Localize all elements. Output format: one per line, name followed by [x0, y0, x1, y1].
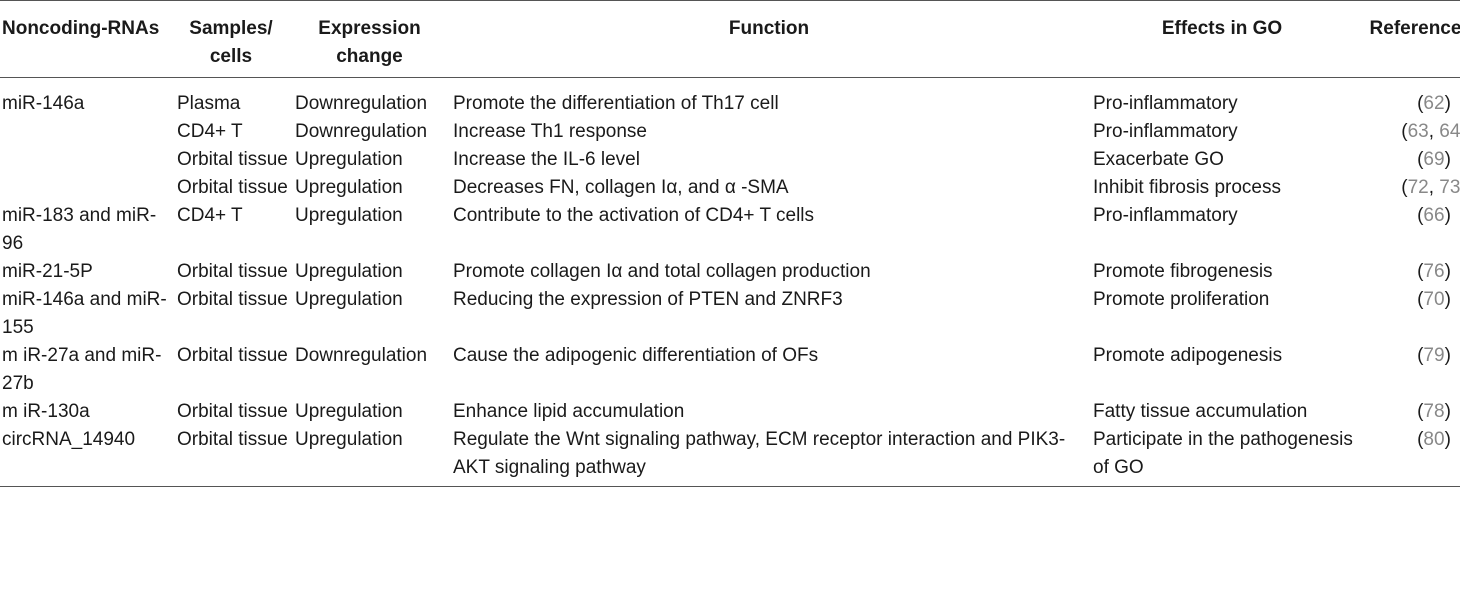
header-noncoding-rnas: Noncoding-RNAs [0, 0, 171, 78]
cell-expression-change: Downregulation [295, 345, 428, 366]
table-row: CD4+ T Downregulation Increase Th1 respons… [0, 118, 1460, 146]
table-header: Noncoding-RNAs Samples/ cells Expression… [0, 0, 1460, 78]
noncoding-rna-table: Noncoding-RNAs Samples/ cells Expression… [0, 0, 1460, 487]
reference-link[interactable]: 69 [1423, 149, 1445, 170]
table-row: m iR-27a and miR-27b Orbital tissue Downre… [0, 342, 1460, 398]
cell-expression-change: Upregulation [291, 426, 448, 487]
cell-expression-change: Upregulation [295, 401, 403, 422]
reference-link[interactable]: 64 [1439, 121, 1460, 142]
cell-effects-in-go: Promote fibrogenesis [1093, 261, 1273, 282]
cell-function: Increase Th1 response [453, 121, 647, 142]
cell-effects-in-go: Pro-inflammatory [1093, 205, 1238, 226]
cell-expression-change: Upregulation [295, 177, 403, 198]
cell-effects-in-go: Promote proliferation [1093, 289, 1270, 310]
cell-samples-cells: Orbital tissue [177, 177, 288, 198]
header-references: References [1354, 0, 1460, 78]
cell-effects-in-go: Exacerbate GO [1093, 149, 1224, 170]
cell-samples-cells: Plasma [177, 93, 241, 114]
header-expression-change: Expression change [291, 0, 448, 78]
cell-noncoding-rna: m iR-27a and miR-27b [2, 345, 162, 394]
cell-noncoding-rna: miR-21-5P [2, 261, 93, 282]
cell-effects-in-go: Pro-inflammatory [1093, 121, 1238, 142]
cell-samples-cells: Orbital tissue [177, 401, 288, 422]
cell-effects-in-go: Fatty tissue accumulation [1093, 401, 1308, 422]
cell-function: Regulate the Wnt signaling pathway, ECM … [448, 426, 1090, 487]
cell-effects-in-go: Pro-inflammatory [1093, 93, 1238, 114]
table-row: m iR-130a Orbital tissue Upregulation Enhan… [0, 398, 1460, 426]
cell-effects-in-go: Participate in the pathogenesis of GO [1090, 426, 1354, 487]
cell-noncoding-rna [0, 174, 171, 202]
cell-function: Reducing the expression of PTEN and ZNRF… [453, 289, 843, 310]
cell-references: (76) [1417, 261, 1451, 282]
reference-link[interactable]: 63 [1407, 121, 1429, 142]
reference-link[interactable]: 80 [1423, 429, 1445, 450]
cell-references: (63, 64) [1401, 121, 1460, 142]
table-row: miR-183 and miR-96 CD4+ T Upregulation Cont… [0, 202, 1460, 258]
table-row: miR-146a Plasma Downregulation Promote the … [0, 78, 1460, 119]
cell-samples-cells: CD4+ T [177, 205, 243, 226]
cell-references: (70) [1417, 289, 1451, 310]
reference-link[interactable]: 78 [1423, 401, 1445, 422]
cell-expression-change: Upregulation [295, 205, 403, 226]
cell-noncoding-rna: miR-183 and miR-96 [2, 205, 157, 254]
cell-references: (80) [1354, 426, 1460, 487]
cell-samples-cells: CD4+ T [177, 121, 243, 142]
cell-samples-cells: Orbital tissue [177, 149, 288, 170]
cell-expression-change: Upregulation [295, 149, 403, 170]
cell-function: Promote collagen Iα and total collagen p… [453, 261, 871, 282]
reference-link[interactable]: 79 [1423, 345, 1445, 366]
cell-expression-change: Downregulation [295, 93, 428, 114]
reference-link[interactable]: 66 [1423, 205, 1445, 226]
cell-references: (69) [1417, 149, 1451, 170]
cell-function: Enhance lipid accumulation [453, 401, 685, 422]
table-row: miR-21-5P Orbital tissue Upregulation Promo… [0, 258, 1460, 286]
header-function: Function [448, 0, 1090, 78]
cell-samples-cells: Orbital tissue [177, 289, 288, 310]
table-row: Orbital tissue Upregulation Decreases FN, … [0, 174, 1460, 202]
cell-noncoding-rna: circRNA_14940 [0, 426, 171, 487]
cell-noncoding-rna [0, 146, 171, 174]
reference-link[interactable]: 72 [1407, 177, 1429, 198]
cell-references: (79) [1417, 345, 1451, 366]
reference-link[interactable]: 62 [1423, 93, 1445, 114]
cell-references: (66) [1417, 205, 1451, 226]
cell-noncoding-rna: m iR-130a [2, 401, 90, 422]
cell-samples-cells: Orbital tissue [171, 426, 291, 487]
cell-function: Decreases FN, collagen Iα, and α -SMA [453, 177, 789, 198]
cell-references: (78) [1417, 401, 1451, 422]
cell-expression-change: Upregulation [295, 289, 403, 310]
cell-expression-change: Upregulation [295, 261, 403, 282]
cell-references: (62) [1417, 93, 1451, 114]
header-effects-in-go: Effects in GO [1090, 0, 1354, 78]
table-row: Orbital tissue Upregulation Increase the I… [0, 146, 1460, 174]
header-row: Noncoding-RNAs Samples/ cells Expression… [0, 0, 1460, 78]
cell-function: Increase the IL-6 level [453, 149, 640, 170]
header-samples-cells: Samples/ cells [171, 0, 291, 78]
cell-noncoding-rna: miR-146a and miR-155 [2, 289, 167, 338]
reference-link[interactable]: 70 [1423, 289, 1445, 310]
reference-link[interactable]: 76 [1423, 261, 1445, 282]
cell-function: Contribute to the activation of CD4+ T c… [453, 205, 815, 226]
cell-effects-in-go: Inhibit fibrosis process [1093, 177, 1281, 198]
cell-noncoding-rna [0, 118, 171, 146]
cell-function: Cause the adipogenic differentiation of … [453, 345, 819, 366]
cell-function: Promote the differentiation of Th17 cell [453, 93, 779, 114]
table-row: miR-146a and miR-155 Orbital tissue Upregu… [0, 286, 1460, 342]
cell-effects-in-go: Promote adipogenesis [1093, 345, 1283, 366]
cell-samples-cells: Orbital tissue [177, 261, 288, 282]
reference-link[interactable]: 73 [1439, 177, 1460, 198]
cell-expression-change: Downregulation [295, 121, 428, 142]
cell-references: (72, 73) [1401, 177, 1460, 198]
cell-samples-cells: Orbital tissue [177, 345, 288, 366]
cell-noncoding-rna: miR-146a [2, 93, 85, 114]
